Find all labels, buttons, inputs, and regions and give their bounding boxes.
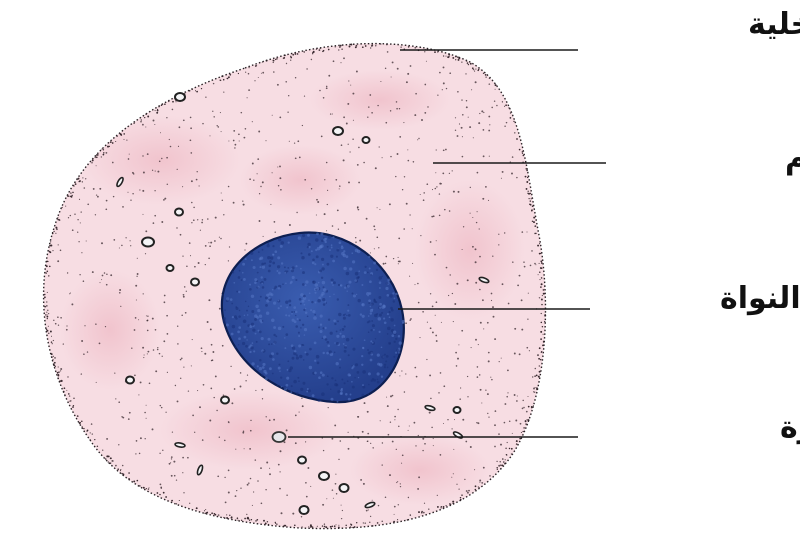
vacuole (167, 265, 174, 271)
nucleus-label: النواة (720, 281, 800, 316)
vacuole (333, 127, 343, 135)
vacuole (363, 137, 370, 143)
vacuole (142, 238, 154, 247)
vacuole (126, 377, 134, 384)
vacuole (454, 407, 461, 413)
vacuole (300, 506, 309, 514)
membrane-label: غشاء الخلية (748, 7, 800, 42)
cytoplasm-label: سيتوبلازم (785, 141, 800, 176)
vacuole (191, 279, 199, 286)
vacuole (340, 484, 349, 492)
vacuole (175, 93, 185, 101)
vacuole (175, 209, 183, 216)
vacuole (221, 397, 229, 404)
vacuole (319, 472, 329, 480)
labels: غشاء الخلية سيتوبلازم النواة فجوة صغيرة (720, 7, 800, 445)
vacuole-label: فجوة صغيرة (780, 410, 800, 445)
vacuole (273, 432, 286, 442)
vacuole (298, 457, 306, 464)
